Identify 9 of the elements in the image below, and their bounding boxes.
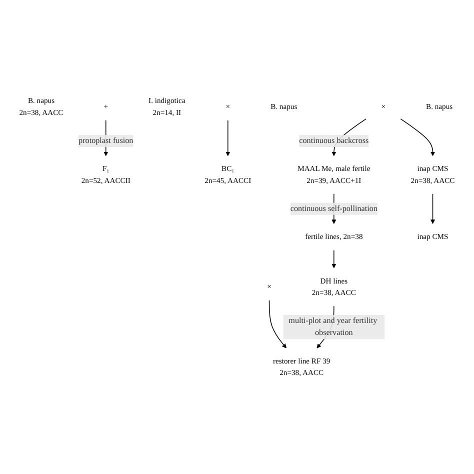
edge-label: protoplast fusion	[78, 136, 134, 145]
arrow	[332, 250, 336, 268]
edge-label: multi-plot and year fertility observation	[288, 316, 378, 338]
arrow	[430, 193, 435, 224]
arrow	[226, 120, 230, 156]
arrow	[268, 300, 286, 348]
edge-label: continuous self-pollination	[290, 204, 378, 213]
edge-label: continuous backcross	[299, 136, 369, 145]
arrow	[400, 118, 435, 156]
